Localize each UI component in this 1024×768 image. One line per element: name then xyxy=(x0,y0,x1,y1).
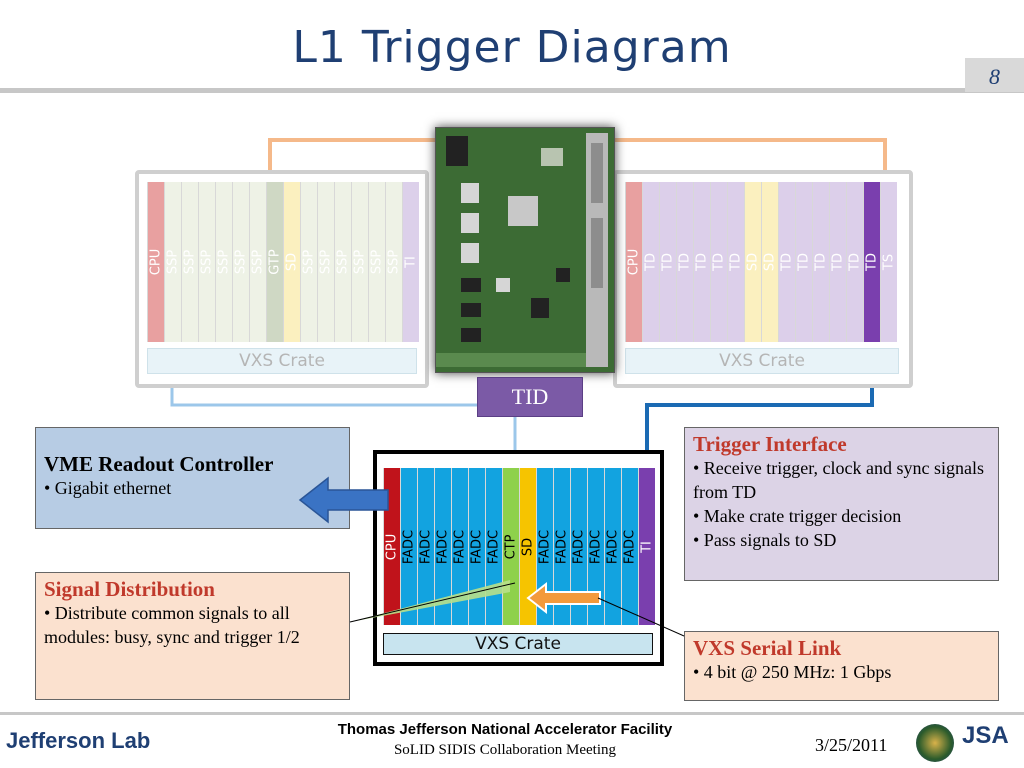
right-crate-slot: CPU xyxy=(625,182,642,342)
bottom-crate-slot: SD xyxy=(519,468,536,625)
bottom-crate-slot: FADC xyxy=(570,468,587,625)
right-crate-slot: SD xyxy=(744,182,761,342)
trigger-bullet-3: • Pass signals to SD xyxy=(693,530,837,550)
signal-heading: Signal Distribution xyxy=(44,577,215,601)
bottom-crate-slot: FADC xyxy=(553,468,570,625)
bottom-crate-slot: FADC xyxy=(621,468,638,625)
bottom-crate-bar: VXS Crate xyxy=(383,633,653,655)
trigger-interface-box: Trigger Interface • Receive trigger, clo… xyxy=(684,427,999,581)
left-crate-slot: SSP xyxy=(181,182,198,342)
right-crate-slot: TD xyxy=(642,182,659,342)
jefferson-lab-logo: Jefferson Lab xyxy=(6,728,151,753)
left-crate-slot: SSP xyxy=(198,182,215,342)
vme-readout-box: VME Readout Controller • Gigabit etherne… xyxy=(35,427,350,529)
right-crate-slot: TD xyxy=(676,182,693,342)
signal-pointer-line xyxy=(349,582,516,623)
board-illustration xyxy=(436,128,614,372)
title-rule xyxy=(0,88,1024,93)
left-crate-slot: SSP xyxy=(249,182,266,342)
left-crate-slot: SSP xyxy=(300,182,317,342)
signal-bullet: • Distribute common signals to all modul… xyxy=(44,603,300,647)
right-crate-slot: SD xyxy=(761,182,778,342)
bottom-crate-slot: FADC xyxy=(451,468,468,625)
right-crate-slot: TD xyxy=(693,182,710,342)
left-crate-slot: SSP xyxy=(351,182,368,342)
blue-left-arrow xyxy=(298,476,389,524)
bottom-crate-slot: FADC xyxy=(468,468,485,625)
bottom-crate-slot: FADC xyxy=(536,468,553,625)
bottom-crate-slot: FADC xyxy=(417,468,434,625)
left-crate-slot: SSP xyxy=(215,182,232,342)
footer-date: 3/25/2011 xyxy=(815,735,888,755)
right-crate-slot: TD xyxy=(795,182,812,342)
trigger-bullet-2: • Make crate trigger decision xyxy=(693,506,902,526)
jsa-logo: JSA xyxy=(962,722,1009,749)
right-crate-slot: TS xyxy=(880,182,897,342)
vme-bullet: • Gigabit ethernet xyxy=(44,478,172,498)
footer-rule xyxy=(0,712,1024,715)
right-crate-slot: TD xyxy=(846,182,863,342)
left-crate-slot: GTP xyxy=(266,182,283,342)
left-crate-slot: SD xyxy=(283,182,300,342)
left-crate-slot: SSP xyxy=(232,182,249,342)
right-crate-bar: VXS Crate xyxy=(625,348,899,374)
left-crate-slot: SSP xyxy=(164,182,181,342)
bottom-crate-slot: FADC xyxy=(434,468,451,625)
left-crate-slot: SSP xyxy=(368,182,385,342)
bottom-crate-slot: TI xyxy=(638,468,655,625)
bottom-crate-slot: FADC xyxy=(604,468,621,625)
tid-label: TID xyxy=(477,377,583,417)
right-crate-slot: TD xyxy=(829,182,846,342)
right-crate-slot: TD xyxy=(812,182,829,342)
green-callout xyxy=(350,580,510,622)
right-crate-slot: TD xyxy=(710,182,727,342)
vxs-pointer-line xyxy=(597,597,685,637)
trigger-heading: Trigger Interface xyxy=(693,432,847,456)
right-crate-slot: TD xyxy=(863,182,880,342)
right-crate-slot: TD xyxy=(659,182,676,342)
footer-meeting: SoLID SIDIS Collaboration Meeting xyxy=(393,742,617,758)
left-crate-slot: SSP xyxy=(317,182,334,342)
vme-heading: VME Readout Controller xyxy=(44,452,274,476)
vxs-serial-link-box: VXS Serial Link • 4 bit @ 250 MHz: 1 Gbp… xyxy=(684,631,999,701)
page-number: 8 xyxy=(965,58,1024,92)
orange-left-arrow xyxy=(526,581,601,615)
left-crate-bar: VXS Crate xyxy=(147,348,417,374)
slide-title: L1 Trigger Diagram xyxy=(292,22,732,73)
bottom-crate-slot: FADC xyxy=(400,468,417,625)
left-crate-slot: CPU xyxy=(147,182,164,342)
left-crate-slot: TI xyxy=(402,182,419,342)
footer-facility: Thomas Jefferson National Accelerator Fa… xyxy=(337,721,673,738)
vxs-bullet: • 4 bit @ 250 MHz: 1 Gbps xyxy=(693,662,892,682)
signal-distribution-box: Signal Distribution • Distribute common … xyxy=(35,572,350,700)
trigger-bullet-1: • Receive trigger, clock and sync signal… xyxy=(693,458,984,502)
bottom-crate-slot: FADC xyxy=(587,468,604,625)
right-crate-slot: TD xyxy=(727,182,744,342)
right-crate-slot: TD xyxy=(778,182,795,342)
left-crate-slot: SSP xyxy=(385,182,402,342)
tid-board-photo xyxy=(435,127,615,373)
doe-seal-logo xyxy=(916,724,954,762)
left-crate-slot: SSP xyxy=(334,182,351,342)
vxs-heading: VXS Serial Link xyxy=(693,636,842,660)
